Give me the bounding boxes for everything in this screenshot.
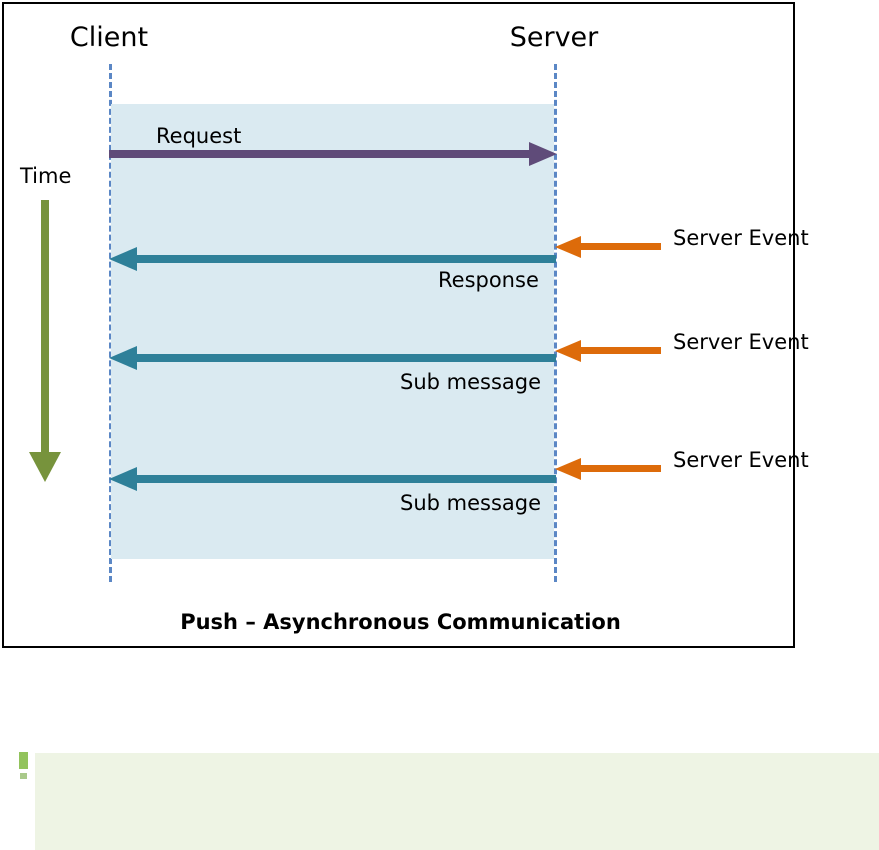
time-arrow-head-icon (29, 452, 61, 482)
lifeline-axis-server (554, 64, 557, 582)
arrow-head-left-icon (109, 467, 137, 491)
message-shaft-request (109, 150, 531, 158)
diagram-caption: Push – Asynchronous Communication (180, 610, 621, 634)
message-label-sub-message-1: Sub message (400, 370, 542, 394)
message-shaft-response (135, 255, 556, 263)
message-shaft-sub-message-1 (135, 354, 556, 362)
message-shaft-sub-message-2 (135, 475, 556, 483)
session-activation-band (111, 104, 554, 559)
message-arrow-sub-message-1 (109, 346, 556, 370)
arrow-head-left-icon (109, 346, 137, 370)
sequence-diagram-frame: Client Server Time Request Response Sub … (2, 2, 809, 648)
server-event-label-3: Server Event (673, 448, 809, 472)
message-arrow-sub-message-2 (109, 467, 556, 491)
note-bullet-icon (19, 752, 28, 779)
note-bullet-stem (19, 752, 28, 769)
arrow-head-left-icon (555, 458, 581, 480)
arrow-head-left-icon (109, 247, 137, 271)
arrow-head-left-icon (555, 340, 581, 362)
arrow-head-left-icon (555, 236, 581, 258)
note-bullet-dot (20, 773, 27, 779)
note-panel (35, 753, 879, 850)
message-label-request: Request (156, 124, 242, 148)
message-arrow-response (109, 247, 556, 271)
message-label-sub-message-2: Sub message (400, 491, 542, 515)
time-axis-label: Time (20, 164, 72, 188)
server-event-shaft (581, 243, 661, 250)
lifeline-header-client: Client (69, 22, 149, 53)
server-event-label-1: Server Event (673, 226, 809, 250)
server-event-label-2: Server Event (673, 330, 809, 354)
server-event-shaft (581, 347, 661, 354)
arrow-head-right-icon (529, 142, 557, 166)
lifeline-header-server: Server (509, 22, 599, 53)
message-label-response: Response (438, 268, 539, 292)
message-arrow-request (109, 142, 557, 166)
lifeline-axis-client (109, 64, 112, 582)
server-event-shaft (581, 465, 661, 472)
time-arrow-shaft (41, 200, 49, 455)
